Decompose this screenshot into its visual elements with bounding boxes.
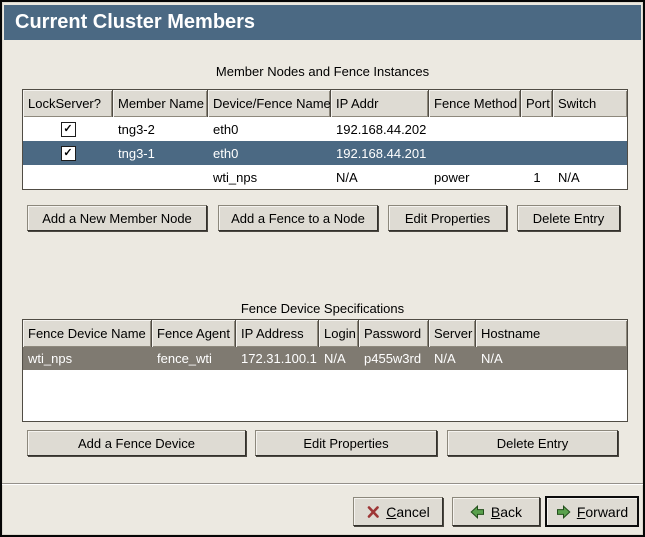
cell: 192.168.44.202 bbox=[336, 121, 427, 137]
member-column-header[interactable]: Fence Method bbox=[429, 90, 521, 117]
member-delete-entry-button[interactable]: Delete Entry bbox=[517, 205, 620, 231]
lockserver-checkbox[interactable]: ✓ bbox=[60, 121, 76, 137]
member-edit-properties-button[interactable]: Edit Properties bbox=[388, 205, 507, 231]
back-label: Back bbox=[490, 503, 523, 520]
fence-table-caption: Fence Device Specifications bbox=[240, 301, 405, 316]
member-table-row[interactable]: wti_nps N/A power 1 N/A bbox=[23, 165, 627, 189]
cell: eth0 bbox=[213, 145, 239, 161]
cell: power bbox=[434, 169, 470, 185]
lockserver-cell: ✓ bbox=[23, 145, 113, 161]
cell: N/A bbox=[324, 351, 346, 366]
fence-edit-properties-button[interactable]: Edit Properties bbox=[255, 430, 437, 456]
add-fence-to-node-button[interactable]: Add a Fence to a Node bbox=[218, 205, 378, 231]
lockserver-checkbox[interactable]: ✓ bbox=[60, 145, 76, 161]
cell: N/A bbox=[558, 169, 580, 185]
member-column-header[interactable]: Port bbox=[521, 90, 553, 117]
cancel-label: Cancel bbox=[386, 503, 430, 520]
arrow-right-icon bbox=[556, 504, 571, 519]
add-member-node-button[interactable]: Add a New Member Node bbox=[27, 205, 207, 231]
cell: N/A bbox=[434, 351, 456, 366]
x-icon bbox=[366, 505, 380, 519]
cell: 172.31.100.1 bbox=[241, 351, 317, 366]
arrow-left-icon bbox=[470, 504, 485, 519]
cell: wti_nps bbox=[213, 169, 258, 185]
cell: fence_wti bbox=[157, 351, 212, 366]
fence-column-header[interactable]: IP Address bbox=[236, 320, 319, 347]
cell: wti_nps bbox=[28, 351, 73, 366]
fence-column-header[interactable]: Fence Device Name bbox=[23, 320, 152, 347]
forward-button[interactable]: Forward bbox=[545, 496, 639, 527]
lockserver-cell: ✓ bbox=[23, 121, 113, 137]
member-column-header[interactable]: Device/Fence Name bbox=[208, 90, 331, 117]
footer-separator bbox=[2, 483, 643, 484]
fence-column-header[interactable]: Server bbox=[429, 320, 476, 347]
page-title: Current Cluster Members bbox=[15, 11, 256, 33]
cell: tng3-1 bbox=[118, 145, 155, 161]
forward-label: Forward bbox=[576, 503, 629, 520]
member-column-header[interactable]: LockServer? bbox=[23, 90, 113, 117]
titlebar: Current Cluster Members bbox=[4, 5, 641, 40]
member-column-header[interactable]: IP Addr bbox=[331, 90, 429, 117]
add-fence-device-button[interactable]: Add a Fence Device bbox=[27, 430, 246, 456]
member-table-body: ✓ tng3-2 eth0 192.168.44.202 ✓ tng3-1 eth0 192.… bbox=[23, 117, 627, 189]
member-table-row[interactable]: ✓ tng3-1 eth0 192.168.44.201 bbox=[23, 141, 627, 165]
cell: 192.168.44.201 bbox=[336, 145, 427, 161]
fence-column-header[interactable]: Password bbox=[359, 320, 429, 347]
back-button[interactable]: Back bbox=[452, 497, 540, 526]
member-column-header[interactable]: Switch bbox=[553, 90, 627, 117]
cell: p455w3rd bbox=[364, 351, 422, 366]
fence-table-row[interactable]: wti_nps fence_wti 172.31.100.1 N/A p455w3rd N… bbox=[23, 347, 627, 370]
cell: tng3-2 bbox=[118, 121, 155, 137]
fence-table-body: wti_nps fence_wti 172.31.100.1 N/A p455w3rd N… bbox=[23, 347, 627, 370]
fence-column-header[interactable]: Hostname bbox=[476, 320, 627, 347]
fence-column-header[interactable]: Login bbox=[319, 320, 359, 347]
member-column-header[interactable]: Member Name bbox=[113, 90, 208, 117]
member-table-row[interactable]: ✓ tng3-2 eth0 192.168.44.202 bbox=[23, 117, 627, 141]
cell: eth0 bbox=[213, 121, 239, 137]
fence-delete-entry-button[interactable]: Delete Entry bbox=[447, 430, 618, 456]
cell: N/A bbox=[336, 169, 358, 185]
cell: N/A bbox=[481, 351, 503, 366]
member-table-caption: Member Nodes and Fence Instances bbox=[215, 64, 430, 79]
fence-column-header[interactable]: Fence Agent bbox=[152, 320, 236, 347]
cell: 1 bbox=[533, 169, 541, 185]
cancel-button[interactable]: Cancel bbox=[353, 497, 443, 526]
